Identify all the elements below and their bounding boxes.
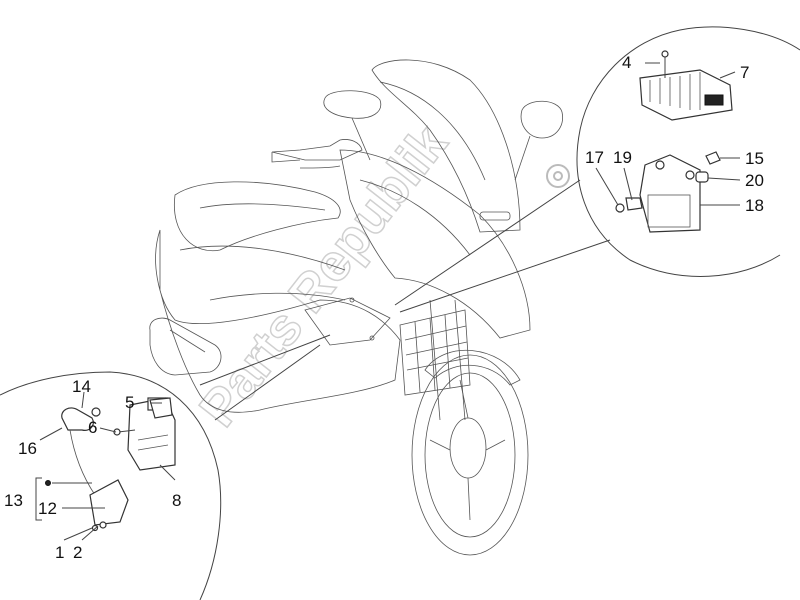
callout-17: 17 (585, 148, 604, 167)
callout-13: 13 (4, 491, 23, 510)
callout-18: 18 (745, 196, 764, 215)
regulator-detail-group (394, 26, 800, 313)
regulator-bracket-part (639, 154, 701, 233)
module-12-part (89, 479, 129, 529)
radiator-grille (399, 309, 471, 396)
voltage-regulator-part (639, 50, 733, 121)
washer-16-part (705, 151, 721, 165)
callout-6: 6 (88, 418, 97, 437)
cdi-detail-group (0, 334, 331, 600)
washer-17-part (615, 203, 625, 213)
callout-15: 16 (18, 439, 37, 458)
nut-19-part (625, 197, 643, 211)
callout-4: 4 (622, 53, 631, 72)
callout-8: 8 (172, 491, 181, 510)
watermark-text: Parts Republik (189, 115, 459, 438)
scooter-illustration (149, 59, 563, 556)
callout-14: 14 (72, 377, 91, 396)
callout-1: 1 (55, 543, 64, 562)
gear-icon (546, 164, 570, 188)
spacer-20-part (695, 171, 709, 183)
callout-20: 20 (745, 171, 764, 190)
callout-2: 2 (73, 543, 82, 562)
connector-part (61, 407, 101, 496)
callout-7: 7 (740, 63, 749, 82)
callout-12: 12 (38, 499, 57, 518)
bulletpoint (45, 480, 51, 486)
callout-19: 19 (613, 148, 632, 167)
callout-5: 5 (125, 393, 134, 412)
callout-16: 15 (745, 149, 764, 168)
callout-labels: 4 7 17 19 15 20 18 14 5 6 16 8 13 12 1 2 (4, 53, 764, 562)
watermark: Parts Republik (188, 114, 459, 438)
